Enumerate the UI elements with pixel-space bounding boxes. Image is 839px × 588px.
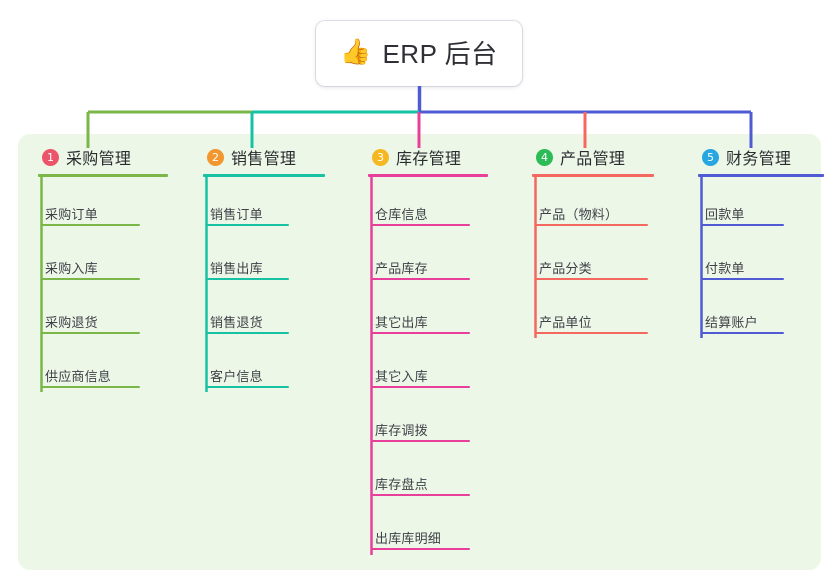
branch-node-5[interactable]: 5 财务管理 (684, 144, 824, 177)
leaf-underline (372, 278, 470, 280)
leaf-underline (702, 278, 784, 280)
branch-label: 库存管理 (396, 151, 462, 168)
root-node-label: ERP 后台 (382, 39, 498, 69)
leaf-node[interactable]: 库存调拨 (372, 416, 470, 442)
leaf-label: 销售出库 (210, 261, 263, 276)
leaf-node[interactable]: 其它出库 (372, 308, 470, 334)
branches-panel (18, 134, 821, 570)
leaf-label: 出库库明细 (375, 531, 442, 546)
leaf-node[interactable]: 其它入库 (372, 362, 470, 388)
leaf-label: 其它出库 (375, 315, 428, 330)
branch-number-badge: 3 (372, 148, 389, 166)
leaf-label: 结算账户 (705, 315, 758, 330)
branch-column-4: 4 产品管理 (518, 144, 654, 177)
leaf-node[interactable]: 销售出库 (207, 254, 289, 280)
branch-underline (368, 174, 488, 177)
leaf-node[interactable]: 出库库明细 (372, 524, 470, 550)
branch-column-2: 2 销售管理 (189, 144, 325, 177)
branch-column-3: 3 库存管理 (354, 144, 488, 177)
leaf-node[interactable]: 客户信息 (207, 362, 289, 388)
leaf-label: 供应商信息 (45, 369, 112, 384)
leaf-node[interactable]: 回款单 (702, 200, 784, 226)
leaf-label: 采购订单 (45, 207, 98, 222)
leaf-node[interactable]: 产品单位 (536, 308, 648, 334)
branch-label: 销售管理 (231, 151, 297, 168)
leaf-node[interactable]: 采购订单 (42, 200, 140, 226)
leaf-label: 客户信息 (210, 369, 263, 384)
leaf-label: 库存调拨 (375, 423, 428, 438)
branch-column-5: 5 财务管理 (684, 144, 824, 177)
leaf-label: 产品库存 (375, 261, 428, 276)
leaf-node[interactable]: 销售订单 (207, 200, 289, 226)
leaf-node[interactable]: 采购入库 (42, 254, 140, 280)
leaf-underline (207, 332, 289, 334)
leaf-node[interactable]: 产品库存 (372, 254, 470, 280)
leaf-label: 仓库信息 (375, 207, 428, 222)
leaf-node[interactable]: 采购退货 (42, 308, 140, 334)
leaf-node[interactable]: 付款单 (702, 254, 784, 280)
leaf-underline (536, 224, 648, 226)
leaf-label: 付款单 (705, 261, 745, 276)
branch-number-badge: 5 (702, 148, 719, 166)
branch-underline (203, 174, 325, 177)
leaf-underline (702, 332, 784, 334)
leaf-underline (372, 440, 470, 442)
branch-column-1: 1 采购管理 (24, 144, 168, 177)
leaf-node[interactable]: 销售退货 (207, 308, 289, 334)
leaf-underline (372, 548, 470, 550)
branch-label: 采购管理 (66, 151, 132, 168)
leaf-underline (207, 278, 289, 280)
branch-node-2[interactable]: 2 销售管理 (189, 144, 325, 177)
branch-node-3[interactable]: 3 库存管理 (354, 144, 488, 177)
leaf-underline (372, 386, 470, 388)
branch-label: 产品管理 (560, 151, 626, 168)
leaf-node[interactable]: 结算账户 (702, 308, 784, 334)
leaf-label: 销售退货 (210, 315, 263, 330)
leaf-underline (702, 224, 784, 226)
branch-underline (38, 174, 168, 177)
leaf-underline (372, 224, 470, 226)
leaf-node[interactable]: 库存盘点 (372, 470, 470, 496)
leaf-node[interactable]: 产品分类 (536, 254, 648, 280)
leaf-label: 采购退货 (45, 315, 98, 330)
branch-number-badge: 1 (42, 148, 59, 166)
root-node-content: 👍 ERP 后台 (340, 34, 497, 71)
leaf-underline (536, 278, 648, 280)
leaf-underline (536, 332, 648, 334)
leaf-node[interactable]: 仓库信息 (372, 200, 470, 226)
leaf-underline (372, 494, 470, 496)
leaf-label: 产品（物料） (539, 207, 619, 222)
thumbs-up-icon: 👍 (340, 38, 372, 66)
leaf-underline (42, 386, 140, 388)
leaf-underline (42, 224, 140, 226)
branch-node-4[interactable]: 4 产品管理 (518, 144, 654, 177)
leaf-node[interactable]: 产品（物料） (536, 200, 648, 226)
branch-node-1[interactable]: 1 采购管理 (24, 144, 168, 177)
leaf-label: 其它入库 (375, 369, 428, 384)
branch-underline (698, 174, 824, 177)
leaf-underline (42, 332, 140, 334)
leaf-label: 产品单位 (539, 315, 592, 330)
leaf-underline (42, 278, 140, 280)
leaf-underline (372, 332, 470, 334)
leaf-underline (207, 224, 289, 226)
leaf-label: 销售订单 (210, 207, 263, 222)
branch-number-badge: 4 (536, 148, 553, 166)
leaf-underline (207, 386, 289, 388)
branch-underline (532, 174, 654, 177)
branch-number-badge: 2 (207, 148, 224, 166)
leaf-node[interactable]: 供应商信息 (42, 362, 140, 388)
leaf-label: 采购入库 (45, 261, 98, 276)
leaf-label: 产品分类 (539, 261, 592, 276)
leaf-label: 回款单 (705, 207, 745, 222)
leaf-label: 库存盘点 (375, 477, 428, 492)
root-node[interactable]: 👍 ERP 后台 (316, 21, 522, 86)
branch-label: 财务管理 (726, 151, 792, 168)
